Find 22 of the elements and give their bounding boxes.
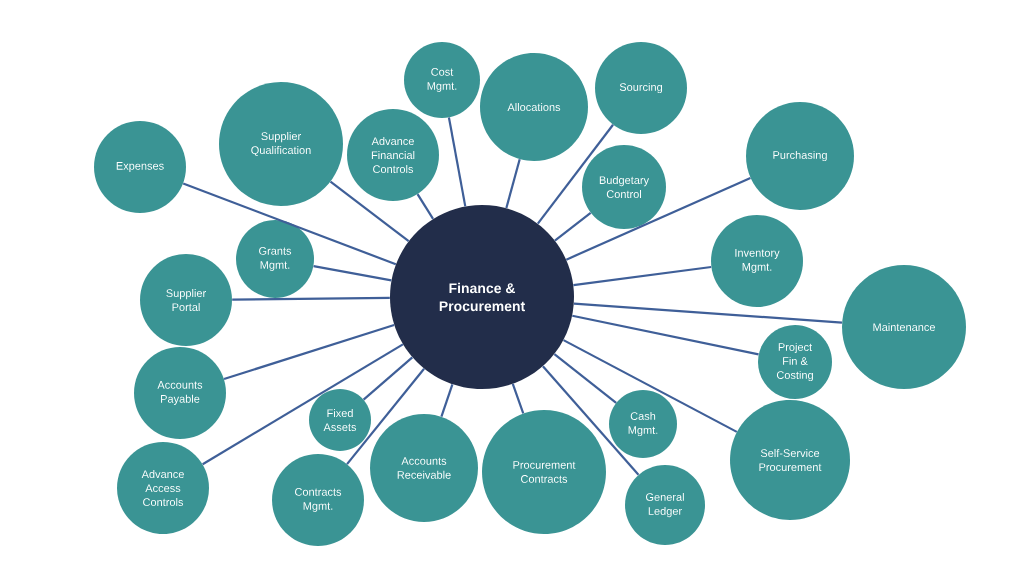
spoke-line — [329, 180, 410, 243]
spoke-line — [573, 302, 843, 324]
spoke-line — [565, 176, 751, 261]
spoke-line — [511, 383, 525, 414]
spoke-line — [563, 339, 738, 433]
spoke-line — [362, 356, 414, 401]
spoke-line — [554, 211, 592, 242]
spoke-line — [232, 296, 390, 301]
spoke-line — [505, 159, 521, 209]
spoke-line — [573, 265, 712, 287]
spoke-line — [416, 193, 434, 220]
spoke-line — [542, 365, 640, 476]
spoke-line — [202, 343, 404, 466]
spoke-line — [182, 182, 397, 266]
spoke-line — [346, 368, 425, 465]
spoke-line — [553, 353, 617, 404]
spoke-line — [572, 314, 759, 356]
spoke-line — [536, 124, 614, 225]
spoke-line — [447, 117, 467, 207]
spoke-line — [313, 265, 392, 282]
spoke-line — [223, 323, 395, 381]
spoke-line — [440, 383, 454, 418]
